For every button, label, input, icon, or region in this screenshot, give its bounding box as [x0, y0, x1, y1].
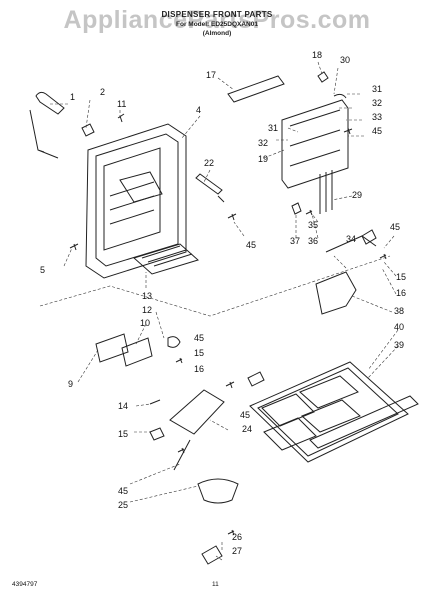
- callout-26: 26: [232, 532, 242, 542]
- callout-10: 10: [140, 318, 150, 328]
- callout-12: 12: [142, 305, 152, 315]
- callout-labels: 1 2 11 4 22 45 5 13 12 10 45 15 16 9 14 …: [40, 50, 406, 556]
- callout-45e: 45: [372, 126, 382, 136]
- callout-30: 30: [340, 55, 350, 65]
- callout-45d: 45: [240, 410, 250, 420]
- callout-11: 11: [117, 99, 126, 109]
- watermark: AppliancePartsPros.com: [63, 6, 371, 34]
- callout-5: 5: [40, 265, 45, 275]
- callout-39: 39: [394, 340, 404, 350]
- callout-45c: 45: [118, 486, 128, 496]
- page-number: 11: [212, 581, 219, 588]
- callout-32b: 32: [258, 138, 268, 148]
- callout-37: 37: [290, 236, 300, 246]
- color-variant: (Almond): [202, 30, 232, 37]
- callout-19: 19: [258, 154, 268, 164]
- diagram-title: DISPENSER FRONT PARTS: [161, 10, 273, 19]
- callout-15a: 15: [194, 348, 204, 358]
- callout-33: 33: [372, 112, 382, 122]
- callout-34: 34: [346, 234, 356, 244]
- model-line: For Model: ED25DQXAN01: [176, 21, 258, 28]
- callout-16a: 16: [194, 364, 204, 374]
- callout-1: 1: [70, 92, 75, 102]
- callout-18: 18: [312, 50, 322, 60]
- callout-35: 35: [308, 220, 318, 230]
- callout-31b: 31: [268, 123, 278, 133]
- callout-25: 25: [118, 500, 128, 510]
- callout-14: 14: [118, 401, 128, 411]
- callout-15b: 15: [118, 429, 128, 439]
- callout-31a: 31: [372, 84, 382, 94]
- callout-15c: 15: [396, 272, 406, 282]
- document-number: 4394797: [12, 581, 38, 588]
- callout-36: 36: [308, 236, 318, 246]
- callout-32a: 32: [372, 98, 382, 108]
- callout-22: 22: [204, 158, 214, 168]
- callout-24: 24: [242, 424, 252, 434]
- callout-13: 13: [142, 291, 152, 301]
- callout-16b: 16: [396, 288, 406, 298]
- callout-4: 4: [196, 105, 201, 115]
- callout-45f: 45: [390, 222, 400, 232]
- callout-38: 38: [394, 306, 404, 316]
- callout-29: 29: [352, 190, 362, 200]
- callout-9: 9: [68, 379, 73, 389]
- callout-27: 27: [232, 546, 242, 556]
- callout-17: 17: [206, 70, 216, 80]
- callout-45b: 45: [194, 333, 204, 343]
- callout-40: 40: [394, 322, 404, 332]
- callout-45a: 45: [246, 240, 256, 250]
- callout-2: 2: [100, 87, 105, 97]
